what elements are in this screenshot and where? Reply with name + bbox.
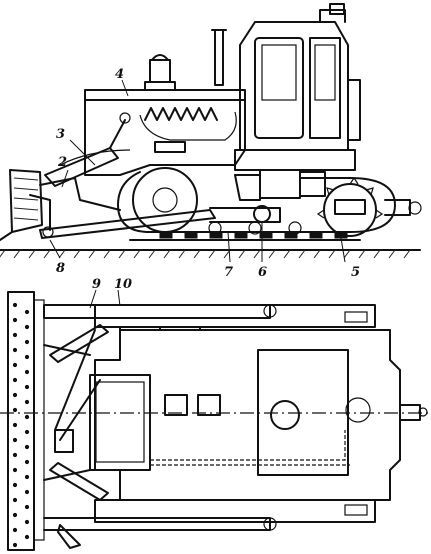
lift-cylinder-left [49, 324, 109, 363]
lift-cylinder [44, 147, 119, 187]
push-arm [39, 209, 216, 239]
final-drive [234, 169, 326, 201]
main-frame [89, 329, 428, 501]
push-arms-top [43, 304, 277, 549]
side-leaders [49, 79, 346, 263]
callout-2: 2 [57, 155, 67, 170]
idler-wheel [132, 167, 198, 233]
blade [9, 169, 43, 233]
callout-3: 3 [56, 127, 65, 142]
tractor-body [84, 29, 246, 176]
callout-7: 7 [224, 265, 233, 280]
drive-sprocket [323, 183, 377, 237]
side-view: 2 3 4 5 6 7 8 [0, 3, 422, 280]
callout-8: 8 [56, 261, 65, 276]
callout-6: 6 [258, 265, 267, 280]
ground-line [0, 249, 421, 259]
callout-4: 4 [115, 67, 124, 82]
crawler-track [117, 167, 396, 241]
rear-hitch [384, 199, 422, 216]
callout-9: 9 [92, 277, 101, 292]
callout-5: 5 [351, 265, 360, 280]
top-view: 9 10 [0, 277, 431, 551]
blade-top [7, 291, 45, 551]
blade-assembly [0, 112, 281, 241]
top-leaders [89, 289, 121, 309]
operator-cab [234, 3, 361, 171]
callout-10: 10 [114, 277, 132, 292]
lift-cylinder-right [49, 462, 109, 501]
